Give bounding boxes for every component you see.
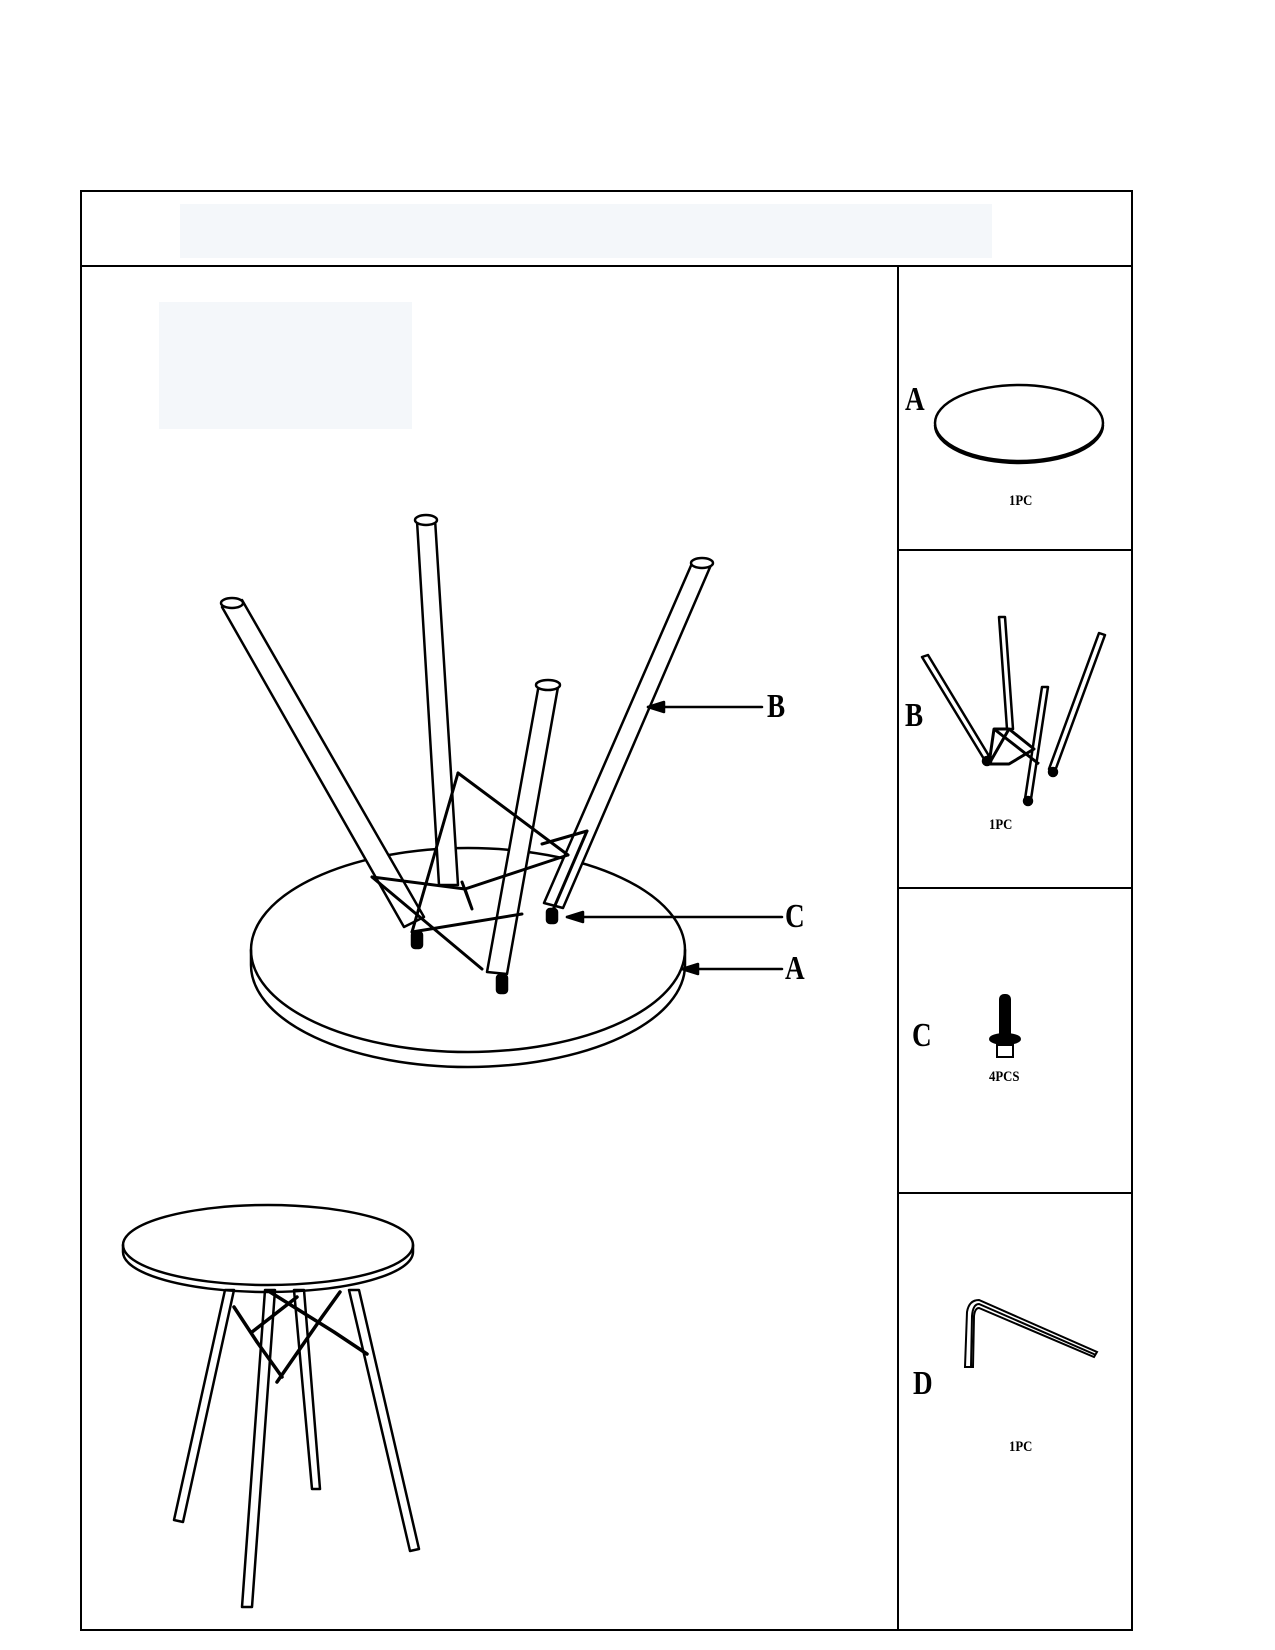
part-quantity: 1PC: [1009, 493, 1033, 509]
assembly-diagram: [121, 513, 784, 1609]
callout-label-c: C: [785, 898, 805, 935]
parts-list: A 1PC B 1PC C 4PCS: [899, 267, 1131, 1629]
callout-label-b: B: [767, 688, 786, 725]
bolt-icon: [989, 994, 1021, 1058]
part-letter: D: [913, 1365, 933, 1402]
table-top-icon: [933, 383, 1105, 465]
part-quantity: 4PCS: [989, 1069, 1020, 1085]
title-bar: [82, 192, 1131, 267]
part-c: C 4PCS: [899, 887, 1131, 1194]
table-top-illustration: [249, 846, 687, 1069]
main-diagram-area: B C A: [82, 267, 899, 1629]
part-letter: A: [905, 381, 925, 418]
redacted-title: [180, 204, 992, 258]
part-d: D 1PC: [899, 1192, 1131, 1633]
part-quantity: 1PC: [989, 817, 1013, 833]
part-quantity: 1PC: [1009, 1439, 1033, 1455]
instruction-frame: B C A A 1PC B 1PC: [80, 190, 1133, 1631]
bolt-feet: [410, 907, 559, 995]
part-a: A 1PC: [899, 267, 1131, 551]
part-b: B 1PC: [899, 549, 1131, 889]
callout-arrows: [565, 700, 784, 976]
wire-frame-illustration: [370, 771, 589, 971]
part-letter: C: [912, 1017, 932, 1054]
part-letter: B: [905, 697, 924, 734]
assembled-table-illustration: [121, 1203, 421, 1609]
redacted-step-text: [159, 302, 412, 429]
callout-label-a: A: [785, 950, 805, 987]
leg-frame-icon: [920, 615, 1107, 807]
legs-illustration: [219, 513, 715, 976]
allen-key-icon: [963, 1298, 1099, 1368]
